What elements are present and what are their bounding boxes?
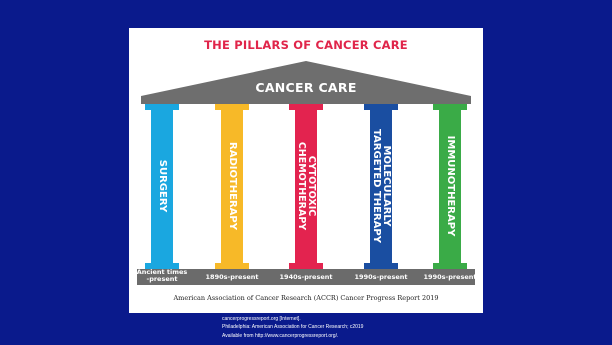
roof-beam xyxy=(141,96,471,104)
pillar-foot-chemotherapy xyxy=(289,263,323,269)
roof-pediment xyxy=(141,61,471,96)
diagram-title: THE PILLARS OF CANCER CARE xyxy=(204,38,408,52)
pillar-shaft-surgery xyxy=(151,110,173,263)
date-label-radiotherapy: 1890s-present xyxy=(205,273,259,281)
pillar-capital-radiotherapy xyxy=(215,104,249,110)
diagram-panel: THE PILLARS OF CANCER CARE CANCER CARE S… xyxy=(129,28,483,313)
pillar-shaft-immunotherapy xyxy=(439,110,461,263)
pillar-capital-targeted-therapy xyxy=(364,104,398,110)
pillar-capital-chemotherapy xyxy=(289,104,323,110)
pillar-label-targeted-therapy: MOLECULARLY TARGETED THERAPY xyxy=(371,129,392,243)
base-plinth xyxy=(137,269,475,285)
citation-line-1: cancerprogressreport.org [Internet]. xyxy=(222,316,301,322)
pillars-diagram xyxy=(137,61,475,285)
pillar-shaft-targeted-therapy xyxy=(370,110,392,263)
date-label-targeted-therapy: 1990s-present xyxy=(354,273,408,281)
date-label-immunotherapy: 1990s-present xyxy=(423,273,477,281)
pillar-label-surgery: SURGERY xyxy=(157,159,168,213)
source-caption: American Association of Cancer Research … xyxy=(173,294,439,302)
pillar-foot-radiotherapy xyxy=(215,263,249,269)
pillar-foot-targeted-therapy xyxy=(364,263,398,269)
pillar-capital-immunotherapy xyxy=(433,104,467,110)
pillar-capital-surgery xyxy=(145,104,179,110)
date-label-chemotherapy: 1940s-present xyxy=(279,273,333,281)
pillars-group xyxy=(145,104,467,269)
citation-line-3: Available from http://www.cancerprogress… xyxy=(222,333,339,339)
citation-line-2: Philadelphia: American Association for C… xyxy=(222,324,364,330)
pillar-foot-immunotherapy xyxy=(433,263,467,269)
date-label-surgery: Ancient times -present xyxy=(136,268,188,283)
pillar-label-chemotherapy: CYTOTOXIC CHEMOTHERAPY xyxy=(296,141,317,231)
pillar-shaft-radiotherapy xyxy=(221,110,243,263)
pillar-label-radiotherapy: RADIOTHERAPY xyxy=(227,142,238,230)
pillar-foot-surgery xyxy=(145,263,179,269)
roof-label: CANCER CARE xyxy=(255,80,357,95)
pillar-shaft-chemotherapy xyxy=(295,110,317,263)
pillar-label-immunotherapy: IMMUNOTHERAPY xyxy=(445,135,456,237)
